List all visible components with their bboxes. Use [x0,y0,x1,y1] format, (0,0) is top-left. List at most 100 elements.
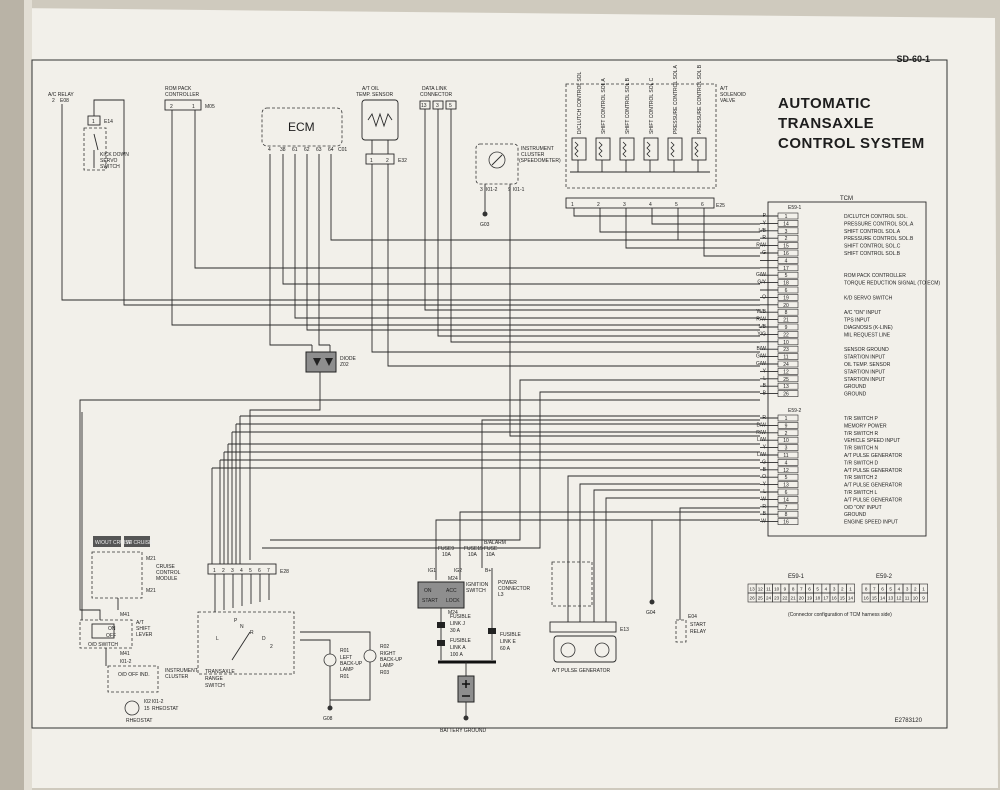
wout-cruise-label: W/OUT CRUISE [95,540,133,546]
cruise-label-2: CONTROL [156,570,181,576]
valve-label-1: A/T [720,86,728,92]
grid-pin-20: 20 [799,596,805,601]
od-off-label: OFF [106,633,116,639]
right-lamp-label-2: BACK-UP [380,657,403,663]
rom-pack-connector-id: M05 [205,104,215,110]
battery-ground-symbol [463,715,469,721]
speedometer-box [475,143,519,185]
tcm-pin-desc: T/R SWITCH L [844,490,878,496]
od-switch-label: O/D SWITCH [88,642,118,648]
tcm-pin-16: 16 [783,251,789,257]
dl-pin-3: 3 [436,103,439,109]
rom-pack-controller: ROM PACK CONTROLLER 2 1 M05 [164,86,760,326]
wire-dl-13 [424,109,760,311]
rheostat-conn: I01-2 [152,699,164,705]
tcm-pin-desc: VEHICLE SPEED INPUT [844,438,900,444]
tcm-pin-desc: DIAGNOSIS (K-LINE) [844,325,893,331]
solenoid-label-2: SHIFT CONTROL SOL B [625,77,631,134]
grid-pin-12: 12 [896,596,902,601]
tcm-pin-desc: T/R SWITCH N [844,446,879,452]
fuse9-label: FUSE9 [438,546,454,552]
tcm-pin-desc: ENGINE SPEED INPUT [844,520,898,526]
m41-bottom: M41 [120,651,130,657]
r02-top: R02 [380,644,389,650]
solenoid-label-1: SHIFT CONTROL SOL A [601,78,607,134]
grid-pin-15: 15 [840,596,846,601]
left-lamp-label-2: BACK-UP [340,661,363,667]
e25-wire-3 [625,208,760,249]
fuse15-label: FUSE15 [464,546,483,552]
page-frame [31,59,948,729]
pulse-generator: E13 A/T PULSE GENERATOR G04 [549,475,760,674]
grid-pin-9: 9 [784,587,787,592]
rom-pack-pin-2: 2 [170,104,173,110]
diagram-code: E2783120 [895,718,923,724]
tcm-pin-21: 21 [783,318,789,324]
grid-pin-7: 7 [873,587,876,592]
title-line-2: TRANSAXLE [778,115,874,132]
ground-g08-label: G08 [323,716,333,722]
e28-id: E28 [280,569,289,575]
tcm-pin-8: 8 [785,512,788,518]
cluster-top-label-1: INSTRUMENT [521,146,554,152]
tcm-pin-24: 24 [783,362,789,368]
tcm-pin-desc: A/T PULSE GENERATOR [844,483,902,489]
ecm-pin-62: 62 [304,147,310,153]
harness-power-feeds [435,419,760,540]
range-label-2: RANGE [205,676,223,682]
tcm-pin-25: 25 [783,377,789,383]
solenoid-winding-0 [574,141,579,158]
grid-pin-15: 15 [872,596,878,601]
ecm: ECM 4 38 61 62 63 64 C01 [261,107,760,346]
speedometer-gauge [488,151,506,169]
tcm-pin-12: 12 [783,369,789,375]
tcm-pin-12: 12 [783,468,789,474]
tcm-pin-desc: D/CLUTCH CONTROL SOL. [844,214,908,220]
ecm-pin-64: 64 [328,147,334,153]
kick-down-label-1: KICK DOWN [100,152,129,158]
fusible-a-label-1: FUSIBLE [450,638,472,644]
instrument-cluster-od-indicator: O/D OFF IND. INSTRUMENT CLUSTER I02 I01-… [107,665,198,724]
title-line-1: AUTOMATIC [778,95,871,112]
ign-acc: ACC [446,588,457,594]
rheostat-label: RHEOSTAT [126,718,152,724]
wire-rom-pack-a [171,110,760,326]
range-label-1: TRANSAXLE [205,669,235,675]
ground-g03-symbol [482,211,488,217]
grid-pin-6: 6 [808,587,811,592]
battery-ground-label: BATTERY GROUND [440,728,487,734]
range-p: P [234,618,238,624]
grid-pin-1: 1 [922,587,925,592]
tcm-pin-8: 8 [785,310,788,316]
e28-pin-5: 5 [249,568,252,574]
fusible-j-body [437,622,445,628]
solenoid-valve-box [565,83,717,189]
grid-pin-10: 10 [913,596,919,601]
e25-pin-3: 3 [623,202,626,208]
wire-start-relay [679,507,760,620]
od-switch-frame [91,623,115,639]
power-connector: POWER CONNECTOR L3 [491,568,531,660]
pulse-gen-coil-2 [594,642,610,658]
fusible-j-rating: 30 A [450,628,461,634]
w-cruise-tag [124,536,150,547]
fusible-j-label-1: FUSIBLE [450,614,472,620]
wire-ecm-61 [294,154,760,319]
wire-dl-3 [437,109,760,337]
ac-relay-pin: 2 [52,98,55,104]
start-relay: E04 START RELAY [675,507,760,643]
oil-sensor-body [361,99,399,141]
tcm-pin-1: 1 [785,416,788,422]
solenoid-coil-0 [571,137,587,161]
grid-pin-3: 3 [906,587,909,592]
grid-cell-9 [919,592,928,603]
tcm-pin-19: 19 [783,295,789,301]
e25-connector [565,197,715,209]
solenoid-winding-2 [622,141,627,158]
grid-pin-17: 17 [823,596,829,601]
e28-pin-3: 3 [231,568,234,574]
grid-pin-11: 11 [905,596,910,601]
